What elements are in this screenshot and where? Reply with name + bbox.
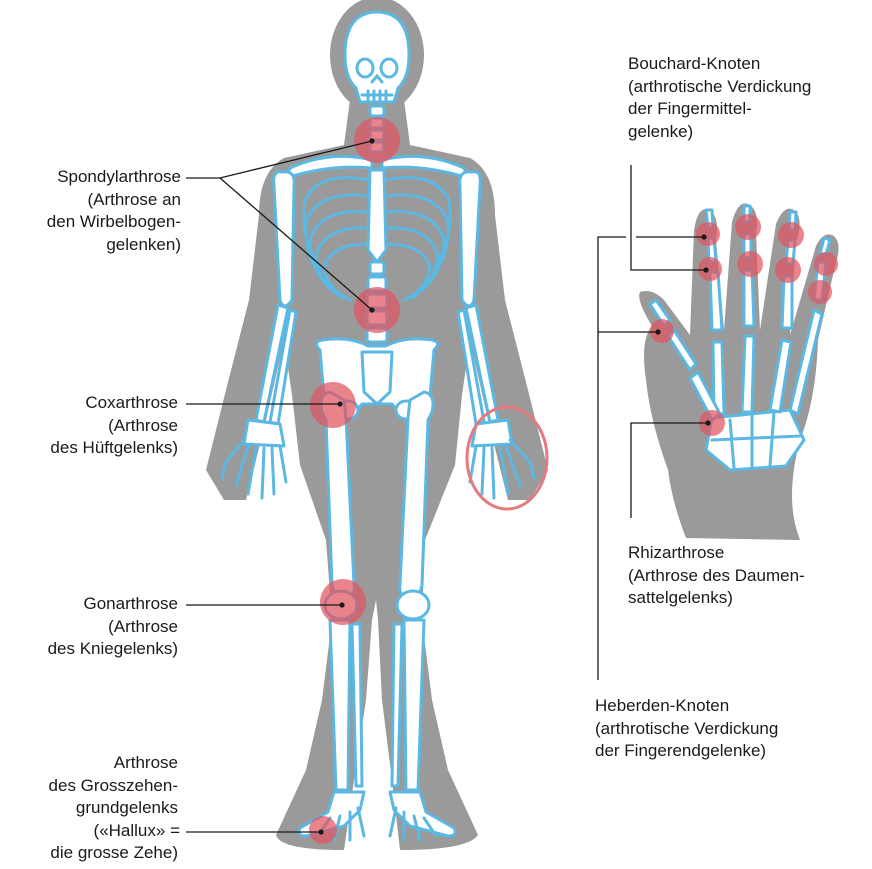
heberden-marker-thumb — [650, 319, 674, 343]
label-line: Coxarthrose — [50, 392, 178, 415]
label-heberden: Heberden-Knoten (arthrotische Verdickung… — [595, 695, 778, 763]
heberden-marker-little — [814, 252, 838, 276]
label-line: (Arthrose — [50, 415, 178, 438]
label-bouchard: Bouchard-Knoten (arthrotische Verdickung… — [628, 53, 811, 143]
label-line: des Hüftgelenks) — [50, 437, 178, 460]
bouchard-marker-index — [698, 257, 722, 281]
heberden-marker-middle — [735, 214, 761, 240]
label-line: Gonarthrose — [48, 593, 178, 616]
joint-marker-lumbar — [354, 287, 400, 333]
bouchard-marker-little — [808, 280, 832, 304]
label-line: den Wirbelbogen- — [47, 211, 181, 234]
label-rhizarthrose: Rhizarthrose (Arthrose des Daumen- satte… — [628, 542, 805, 610]
label-line: (arthrotische Verdickung — [595, 718, 778, 741]
label-line: grundgelenks — [49, 797, 178, 820]
label-line: (Arthrose des Daumen- — [628, 565, 805, 588]
label-line: Bouchard-Knoten — [628, 53, 811, 76]
label-spondylarthrose: Spondylarthrose (Arthrose an den Wirbelb… — [47, 166, 181, 256]
label-line: gelenke) — [628, 121, 811, 144]
joint-marker-cervical — [354, 117, 400, 163]
label-line: Arthrose — [49, 752, 178, 775]
label-line: des Grosszehen- — [49, 775, 178, 798]
label-coxarthrose: Coxarthrose (Arthrose des Hüftgelenks) — [50, 392, 178, 460]
joint-marker-knee — [320, 579, 366, 625]
label-line: (arthrotische Verdickung — [628, 76, 811, 99]
label-line: (Arthrose — [48, 616, 178, 639]
label-line: Heberden-Knoten — [595, 695, 778, 718]
label-line: des Kniegelenks) — [48, 638, 178, 661]
hand-illustration — [639, 203, 838, 540]
label-line: Rhizarthrose — [628, 542, 805, 565]
label-line: (Arthrose an — [47, 189, 181, 212]
label-line: sattelgelenks) — [628, 587, 805, 610]
label-line: die grosse Zehe) — [49, 842, 178, 865]
bouchard-marker-middle — [737, 251, 763, 277]
label-gonarthrose: Gonarthrose (Arthrose des Kniegelenks) — [48, 593, 178, 661]
label-line: der Fingerendgelenke) — [595, 740, 778, 763]
bouchard-marker-ring — [775, 257, 801, 283]
heberden-marker-ring — [778, 222, 804, 248]
joint-marker-hip — [310, 382, 356, 428]
joint-marker-big-toe — [309, 816, 337, 844]
skull — [345, 12, 409, 102]
heberden-marker-index — [696, 222, 720, 246]
label-line: Spondylarthrose — [47, 166, 181, 189]
label-line: der Fingermittel- — [628, 98, 811, 121]
label-line: («Hallux» = — [49, 820, 180, 843]
label-line: gelenken) — [47, 234, 181, 257]
label-hallux: Arthrose des Grosszehen- grundgelenks («… — [49, 752, 178, 865]
